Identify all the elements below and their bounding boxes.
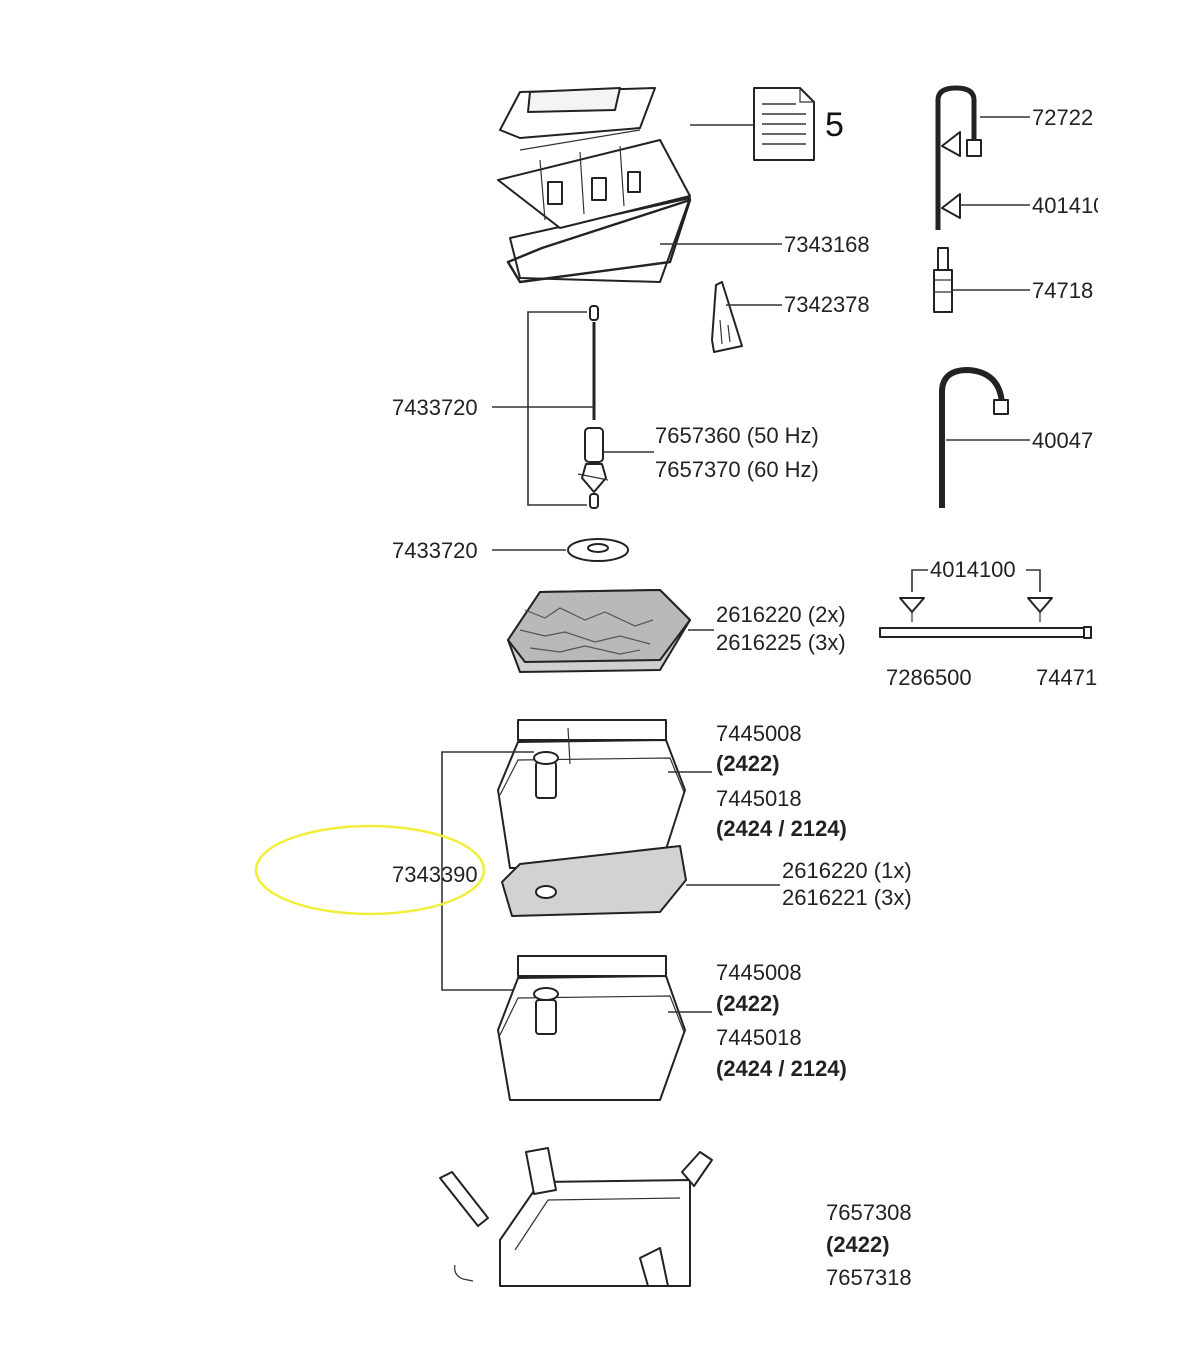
pump-head [497, 87, 691, 283]
filter-pad-middle [501, 845, 687, 917]
basket1-model-a: (2422) [716, 751, 780, 776]
intake-pipe [935, 85, 982, 230]
pad-mid-label-a: 2616220 (1x) [782, 858, 912, 883]
pad-top-label-a: 2616220 (2x) [716, 602, 846, 627]
suction-cups-label: 4014100 [930, 557, 1016, 582]
spray-end-label: 74471 [1036, 665, 1097, 690]
basket1-label-a: 7445008 [716, 721, 802, 746]
filter-basket-2 [497, 955, 686, 1101]
clip-label: 7342378 [784, 292, 870, 317]
outlet-pipe [939, 367, 1009, 508]
pad-top-label-b: 2616225 (3x) [716, 630, 846, 655]
document-count-label: 5 [825, 106, 844, 144]
impeller-60hz-label: 7657370 (60 Hz) [655, 457, 819, 482]
highlight-circle [254, 824, 486, 916]
basket2-model-a: (2422) [716, 991, 780, 1016]
document-icon [753, 87, 815, 161]
canister-model-a: (2422) [826, 1232, 890, 1257]
basket2-label-b: 7445018 [716, 1025, 802, 1050]
pipe-connector [933, 247, 953, 313]
spray-bar-label: 7286500 [886, 665, 972, 690]
right-label-3: 74718 [1032, 278, 1093, 303]
canister-label-a: 7657308 [826, 1200, 912, 1225]
right-label-1: 72722 [1032, 105, 1093, 130]
filter-pad-top [507, 589, 691, 673]
impeller-set [577, 305, 609, 509]
basket1-model-b: (2424 / 2124) [716, 816, 847, 841]
seal-part [567, 538, 629, 562]
pad-mid-label-b: 2616221 (3x) [782, 885, 912, 910]
basket2-model-b: (2424 / 2124) [716, 1056, 847, 1081]
gasket-label: 7343168 [784, 232, 870, 257]
gasket-part [506, 198, 692, 284]
canister-label-b: 7657318 [826, 1265, 912, 1290]
canister-part [439, 1147, 713, 1287]
impeller-50hz-label: 7657360 (50 Hz) [655, 423, 819, 448]
shaft-set-label: 7433720 [392, 395, 478, 420]
clip-part [711, 281, 743, 353]
spray-bar-assembly [879, 569, 1092, 639]
basket1-label-b: 7445018 [716, 786, 802, 811]
right-label-2: 401410 [1032, 193, 1105, 218]
filter-basket-1 [497, 719, 686, 869]
basket2-label-a: 7445008 [716, 960, 802, 985]
seal-label: 7433720 [392, 538, 478, 563]
right-label-4: 40047 [1032, 428, 1093, 453]
basket-set-label: 7343390 [392, 862, 478, 887]
